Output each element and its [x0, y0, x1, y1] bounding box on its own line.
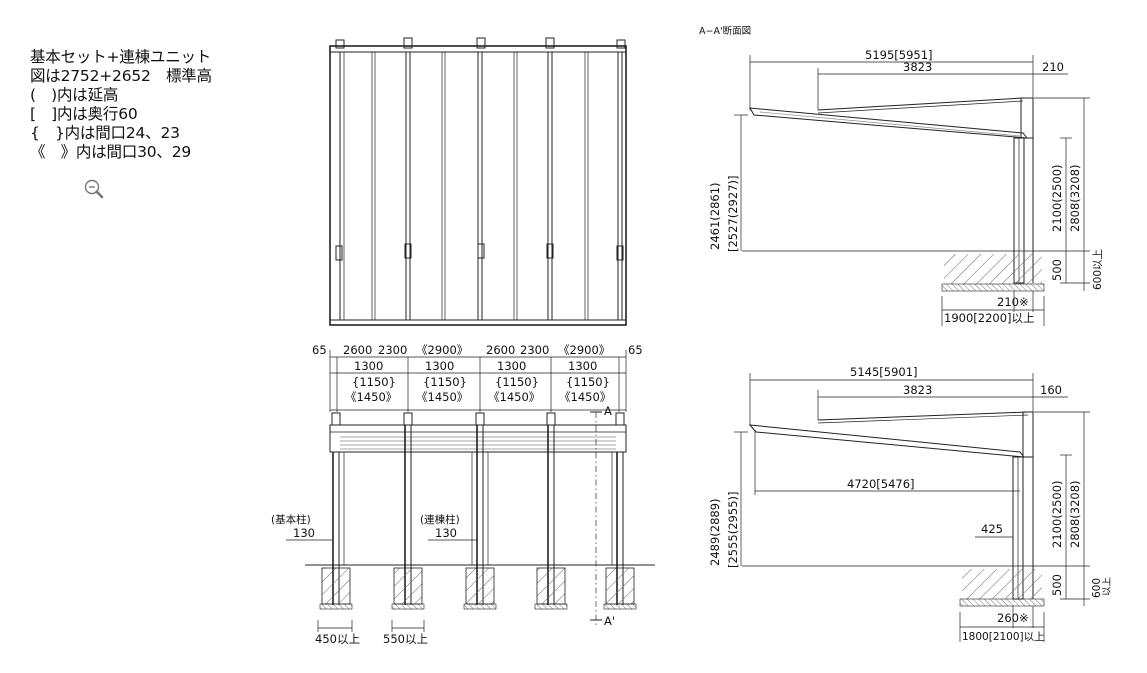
magnifier-minus-icon[interactable]: [83, 178, 105, 204]
bottom-height-right-1: 2100(2500): [1050, 480, 1064, 548]
section-mark-a: A: [604, 404, 612, 418]
top-inner-depth: 3823: [903, 60, 932, 74]
bottom-embed: 500: [1050, 574, 1064, 596]
bottom-inner-depth: 3823: [903, 383, 932, 397]
dim-span-2600-a: 2600: [343, 343, 372, 357]
note-line-2: 図は2752+2652 標準高: [30, 67, 212, 85]
basic-post-label: (基本柱): [271, 513, 311, 526]
top-height-left-2: [2527(2927)]: [726, 176, 740, 252]
bottom-right-offset: 160: [1040, 383, 1062, 397]
linked-post-label: (連棟柱): [420, 513, 460, 526]
section-mark-a-prime: A': [604, 614, 615, 628]
linked-post-value: 130: [435, 526, 457, 540]
dim-1300-3: 1300: [497, 359, 526, 373]
bottom-post-offset: 425: [981, 522, 1003, 536]
dim-1150-4: {1150}: [566, 375, 610, 389]
note-line-1: 基本セット+連棟ユニット: [30, 48, 212, 66]
dim-1300-2: 1300: [425, 359, 454, 373]
dim-span-2300-b: 2300: [520, 343, 549, 357]
bottom-overall-depth: 5145[5901]: [850, 365, 918, 379]
dim-1450-4: 《1450》: [559, 390, 611, 404]
dim-1450-2: 《1450》: [416, 390, 468, 404]
basic-post-value: 130: [293, 526, 315, 540]
dim-1150-2: {1150}: [423, 375, 467, 389]
dim-1300-1: 1300: [354, 359, 383, 373]
top-height-right-1: 2100(2500): [1050, 164, 1064, 232]
dim-span-2300-a: 2300: [378, 343, 407, 357]
top-overall-depth: 5195[5951]: [865, 48, 933, 62]
bottom-height-left-1: 2489(2889): [708, 498, 722, 566]
dim-1450-1: 《1450》: [345, 390, 397, 404]
bottom-embed-min-1: 600: [1091, 578, 1103, 598]
front-dimensions: 65 2600 2300 《2900》 2600 2300 《2900》 65 …: [312, 343, 643, 412]
bottom-post-base: 260※: [997, 611, 1029, 625]
foundation-min-left: 450以上: [315, 632, 360, 646]
dim-1300-4: 1300: [568, 359, 597, 373]
bottom-height-left-2: [2555(2955)]: [726, 492, 740, 568]
section-view-bottom: 5145[5901] 3823 160 4720[5476] 425 2489(…: [708, 365, 1113, 643]
bottom-footing-width: 1800[2100]以上: [962, 631, 1045, 643]
note-line-4: [ ]内は奥行60: [30, 105, 138, 123]
top-embed: 500: [1050, 259, 1064, 281]
dim-span-edge-left: 65: [312, 343, 327, 357]
top-embed-min: 600以上: [1092, 249, 1104, 290]
note-line-6: 《 》内は間口30、29: [30, 143, 192, 161]
plan-view: [329, 37, 627, 326]
bottom-beam-length: 4720[5476]: [847, 477, 915, 491]
section-title: A−A'断面図: [699, 25, 751, 37]
top-height-left-1: 2461(2861): [708, 182, 722, 250]
dim-span-2900-b: 《2900》: [558, 343, 610, 357]
top-height-right-2: 2808(3208): [1068, 164, 1082, 232]
front-elevation: A A' (基本柱) 130 (連棟柱) 130 450以上 550以上: [271, 404, 655, 646]
note-line-3: ( )内は延高: [30, 86, 119, 104]
bottom-embed-min-2: 以上: [1102, 577, 1113, 597]
dim-1150-1: {1150}: [352, 375, 396, 389]
top-post-base: 210※: [997, 295, 1029, 309]
notes-block: 基本セット+連棟ユニット 図は2752+2652 標準高 ( )内は延高 [ ]…: [30, 48, 212, 162]
bottom-height-right-2: 2808(3208): [1068, 480, 1082, 548]
dim-1450-3: 《1450》: [488, 390, 540, 404]
top-footing-width: 1900[2200]以上: [944, 311, 1035, 325]
foundation-min-right: 550以上: [383, 632, 428, 646]
dim-span-2600-b: 2600: [486, 343, 515, 357]
section-view-top: 5195[5951] 3823 210 2461(2861) [2527(292…: [708, 48, 1104, 326]
top-right-offset: 210: [1042, 60, 1064, 74]
dim-span-edge-right: 65: [628, 343, 643, 357]
dim-span-2900-a: 《2900》: [416, 343, 468, 357]
dim-1150-3: {1150}: [495, 375, 539, 389]
note-line-5: { }内は間口24、23: [30, 124, 180, 142]
